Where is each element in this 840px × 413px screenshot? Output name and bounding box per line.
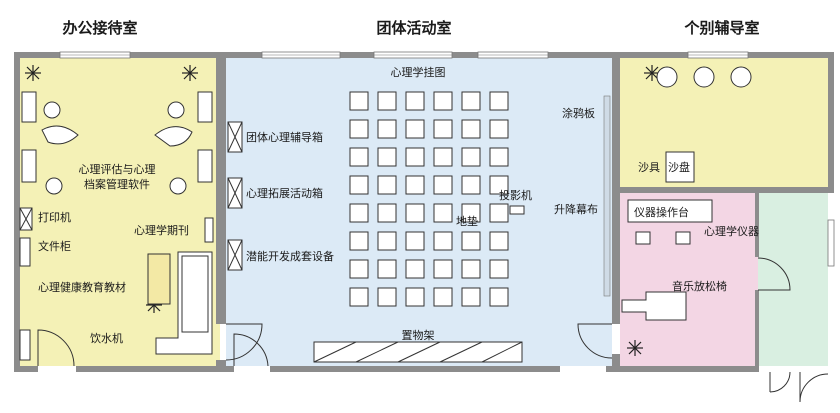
floor-mat-cushion [349,91,369,111]
cabinet-icon [19,207,214,361]
floor-mat-cushion [461,231,481,251]
floor-mat-cushion [461,147,481,167]
projector-icon [509,205,525,215]
floor-mat-cushion [405,287,425,307]
floor-mat-cushion [349,287,369,307]
floor-mat-cushion [349,147,369,167]
sand-tools-label: 沙具 [638,161,660,174]
instrument-table-label: 仪器操作台 [634,205,689,219]
assessment-software-label: 心理评估与心理 [79,163,156,176]
floor-mat-cushion [489,91,509,111]
door-arc-icon [37,257,829,403]
floor-mat-cushion [405,91,425,111]
floor-mat-cushion [461,175,481,195]
floor-mat-cushion [433,91,453,111]
floor-mat-cushion [377,203,397,223]
windows [59,51,835,267]
floor-mat-cushion [489,287,509,307]
chair-icon [43,66,752,245]
floor-mat-cushion [377,91,397,111]
group-box-label: 团体心理辅导箱 [246,130,323,144]
office-room-title: 办公接待室 [62,19,137,37]
floor-mat-cushion [405,175,425,195]
floor-mat-cushion [461,259,481,279]
floor-mat-cushion [489,147,509,167]
psych-instruments-label: 心理学仪器 [704,224,759,238]
shelf-label: 置物架 [402,328,435,342]
floor-mat-cushion [433,203,453,223]
floor-mat-cushion [405,259,425,279]
floor-mat-cushion [461,203,481,223]
floor-mat-cushion [377,287,397,307]
floor-mat-cushion [461,91,481,111]
floor-mat-cushion [489,119,509,139]
floor-mat-cushion [349,259,369,279]
sand-tray-label: 沙盘 [668,160,690,174]
screen-label: 升降幕布 [554,202,598,216]
floor-mat-cushion [433,231,453,251]
floor-mat-cushion [405,203,425,223]
floor-mat-cushion [489,175,509,195]
potential-kit-label: 潜能开发成套设备 [246,249,334,263]
activity-boxes [227,121,243,271]
floor-mat-cushion [433,147,453,167]
floor-mat-cushion [433,287,453,307]
floor-mat-cushion [349,231,369,251]
floor-mat-cushion [377,119,397,139]
floor-mat-cushion [461,287,481,307]
periodicals-label: 心理学期刊 [134,223,189,237]
plant-icon [25,65,660,356]
labels: 心理评估与心理 档案管理软件 打印机 心理学期刊 文件柜 心理健康教育教材 饮水… [38,65,759,345]
floor-mat-cushion [433,119,453,139]
floor-mat-grid [349,91,509,307]
floor-mat-cushion [349,175,369,195]
floor-mat-cushion [433,175,453,195]
floor-mat-cushion [405,119,425,139]
floor-mat-cushion [349,119,369,139]
expansion-box-label: 心理拓展活动箱 [246,186,323,200]
mat-label: 地垫 [456,214,478,228]
counsel-room [620,58,828,188]
storage-shelf [313,341,523,363]
wall-chart-label: 心理学挂图 [391,65,446,79]
assessment-software-label-2: 档案管理软件 [84,177,150,191]
printer-label: 打印机 [38,210,71,224]
floor-mat-cushion [489,203,509,223]
graffiti-board [603,95,611,297]
counsel-room-title: 个别辅导室 [683,19,759,37]
file-cabinet-label: 文件柜 [38,239,71,253]
floor-mat-cushion [349,203,369,223]
floor-mat-cushion [377,175,397,195]
floor-mat-cushion [461,119,481,139]
sofa-icon [155,251,687,355]
group-room-title: 团体活动室 [376,19,451,37]
floor-mat-cushion [405,231,425,251]
projector-label: 投影机 [499,188,532,202]
floor-mat-cushion [489,259,509,279]
floor-mat-cushion [489,231,509,251]
floor-mat-cushion [433,259,453,279]
instrument-table [627,199,713,223]
sand-tray [665,151,695,183]
floor-mat-cushion [377,231,397,251]
graffiti-board-label: 涂鸦板 [562,106,595,120]
corridor [758,193,828,366]
floor-mat-cushion [405,147,425,167]
floor-mat-cushion [377,147,397,167]
music-chair-label: 音乐放松椅 [672,279,727,293]
floor-mat-cushion [377,259,397,279]
desk-icon [21,91,213,183]
water-dispenser-label: 饮水机 [90,331,123,345]
education-materials-label: 心理健康教育教材 [38,280,126,294]
